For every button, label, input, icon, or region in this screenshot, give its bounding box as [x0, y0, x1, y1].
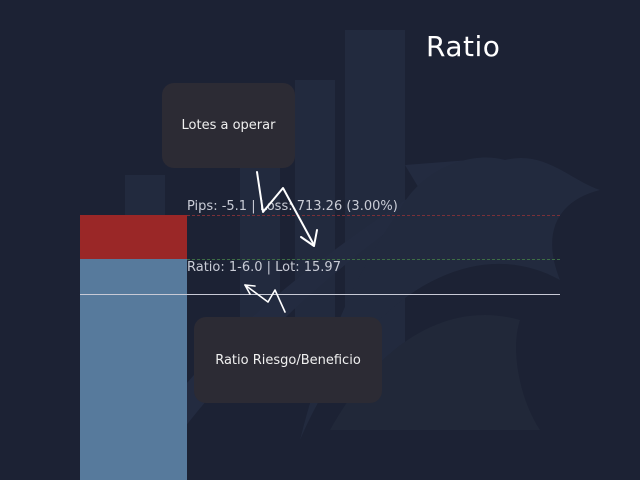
take-profit-zone: [80, 259, 187, 480]
take-profit-line: [187, 259, 560, 260]
stop-loss-line: [187, 215, 560, 216]
ratio-callout: Ratio Riesgo/Beneficio: [194, 317, 382, 403]
page-title: Ratio: [426, 30, 501, 63]
ratio-callout-text: Ratio Riesgo/Beneficio: [215, 352, 361, 368]
pips-loss-label: Pips: -5.1 | Loss: 713.26 (3.00%): [187, 199, 398, 214]
ratio-lot-label: Ratio: 1-6.0 | Lot: 15.97: [187, 260, 341, 275]
stop-loss-zone: [80, 215, 187, 259]
lot-callout-text: Lotes a operar: [181, 118, 276, 133]
entry-line[interactable]: [80, 294, 560, 295]
lot-callout: Lotes a operar: [162, 83, 295, 168]
